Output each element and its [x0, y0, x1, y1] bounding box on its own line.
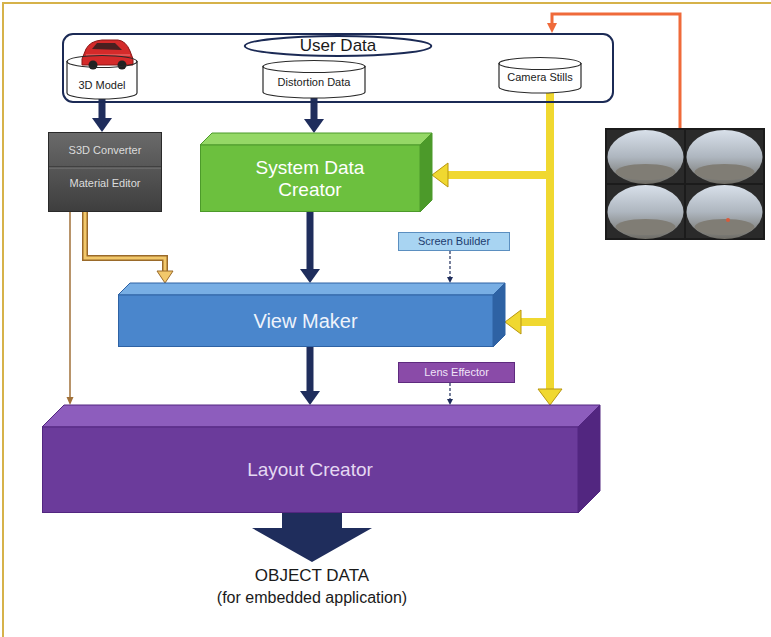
- flow-arrow: [448, 93, 550, 175]
- output-arrow: [252, 513, 372, 562]
- node-label: 3D Model: [78, 79, 125, 91]
- node-label: Screen Builder: [418, 235, 490, 247]
- node-label: Material Editor: [70, 177, 141, 189]
- car-icon: [82, 40, 133, 70]
- node-label: View Maker: [253, 310, 357, 333]
- flow-arrow: [85, 212, 165, 271]
- flow-arrow: [550, 93, 551, 389]
- output-caption: (for embedded application): [112, 589, 512, 607]
- node-label: Distortion Data: [278, 76, 351, 88]
- output-caption: OBJECT DATA: [112, 566, 512, 586]
- node-label: Layout Creator: [247, 459, 373, 481]
- process-block: Layout Creator: [42, 405, 600, 513]
- node-label: S3D Converter: [69, 144, 142, 156]
- flow-arrow: [521, 93, 550, 322]
- tool-box: S3D ConverterMaterial Editor: [48, 132, 162, 212]
- node-label: System Data Creator: [240, 157, 380, 201]
- tool-tag: Lens Effector: [398, 362, 515, 383]
- tool-tag: Screen Builder: [398, 232, 510, 251]
- data-group: User Data 3D Model Distortion Data Camera S…: [62, 33, 614, 103]
- data-cylinder: 3D Model: [66, 55, 138, 99]
- flow-arrow: [450, 251, 451, 277]
- process-block: System Data Creator: [200, 133, 432, 212]
- flow-arrow: [310, 212, 311, 269]
- frame: [3, 3, 771, 637]
- node-label: Lens Effector: [424, 366, 489, 378]
- flow-arrow: [310, 347, 311, 391]
- flow-arrow: [450, 383, 451, 399]
- node-label: User Data: [300, 35, 377, 57]
- node-label: Camera Stills: [507, 71, 572, 83]
- process-block: View Maker: [118, 283, 505, 347]
- flow-arrow: [70, 212, 71, 397]
- data-cylinder: Camera Stills: [498, 57, 582, 93]
- node-outline: [66, 55, 138, 99]
- camera-photos: [605, 128, 765, 240]
- data-cylinder: Distortion Data: [262, 60, 366, 98]
